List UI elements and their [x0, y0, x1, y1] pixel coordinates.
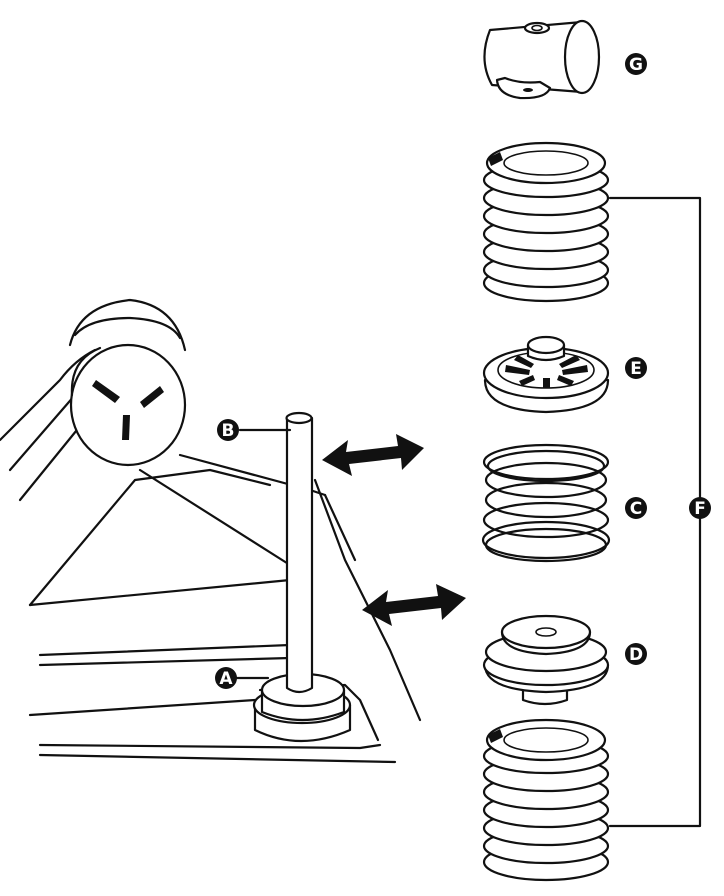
callout-e: E — [625, 357, 647, 379]
rotary-hub — [68, 298, 187, 467]
spring-outer-bottom — [482, 718, 610, 882]
callout-g-label: G — [629, 55, 643, 75]
callout-b: B — [217, 419, 239, 441]
callout-e-label: E — [630, 359, 642, 379]
callout-a: A — [215, 667, 237, 689]
callout-a-label: A — [219, 669, 233, 689]
spring-outer-top — [482, 141, 610, 303]
spring-inner — [481, 443, 611, 563]
callout-c: C — [625, 497, 647, 519]
spring-seat-spoked — [482, 335, 610, 414]
double-arrow-upper — [322, 434, 424, 476]
bracket-f — [608, 196, 702, 828]
guide-rod — [285, 411, 314, 694]
housing-frame — [0, 348, 422, 764]
callout-f-label: F — [694, 499, 706, 519]
callout-d: D — [625, 643, 647, 665]
callout-d-label: D — [629, 645, 643, 665]
cylinder-cap — [483, 19, 601, 100]
callout-g: G — [625, 53, 647, 75]
callout-f: F — [689, 497, 711, 519]
spring-seat-lower — [482, 614, 610, 706]
callout-c-label: C — [630, 499, 642, 519]
callout-b-label: B — [222, 421, 235, 441]
double-arrow-lower — [362, 584, 466, 626]
